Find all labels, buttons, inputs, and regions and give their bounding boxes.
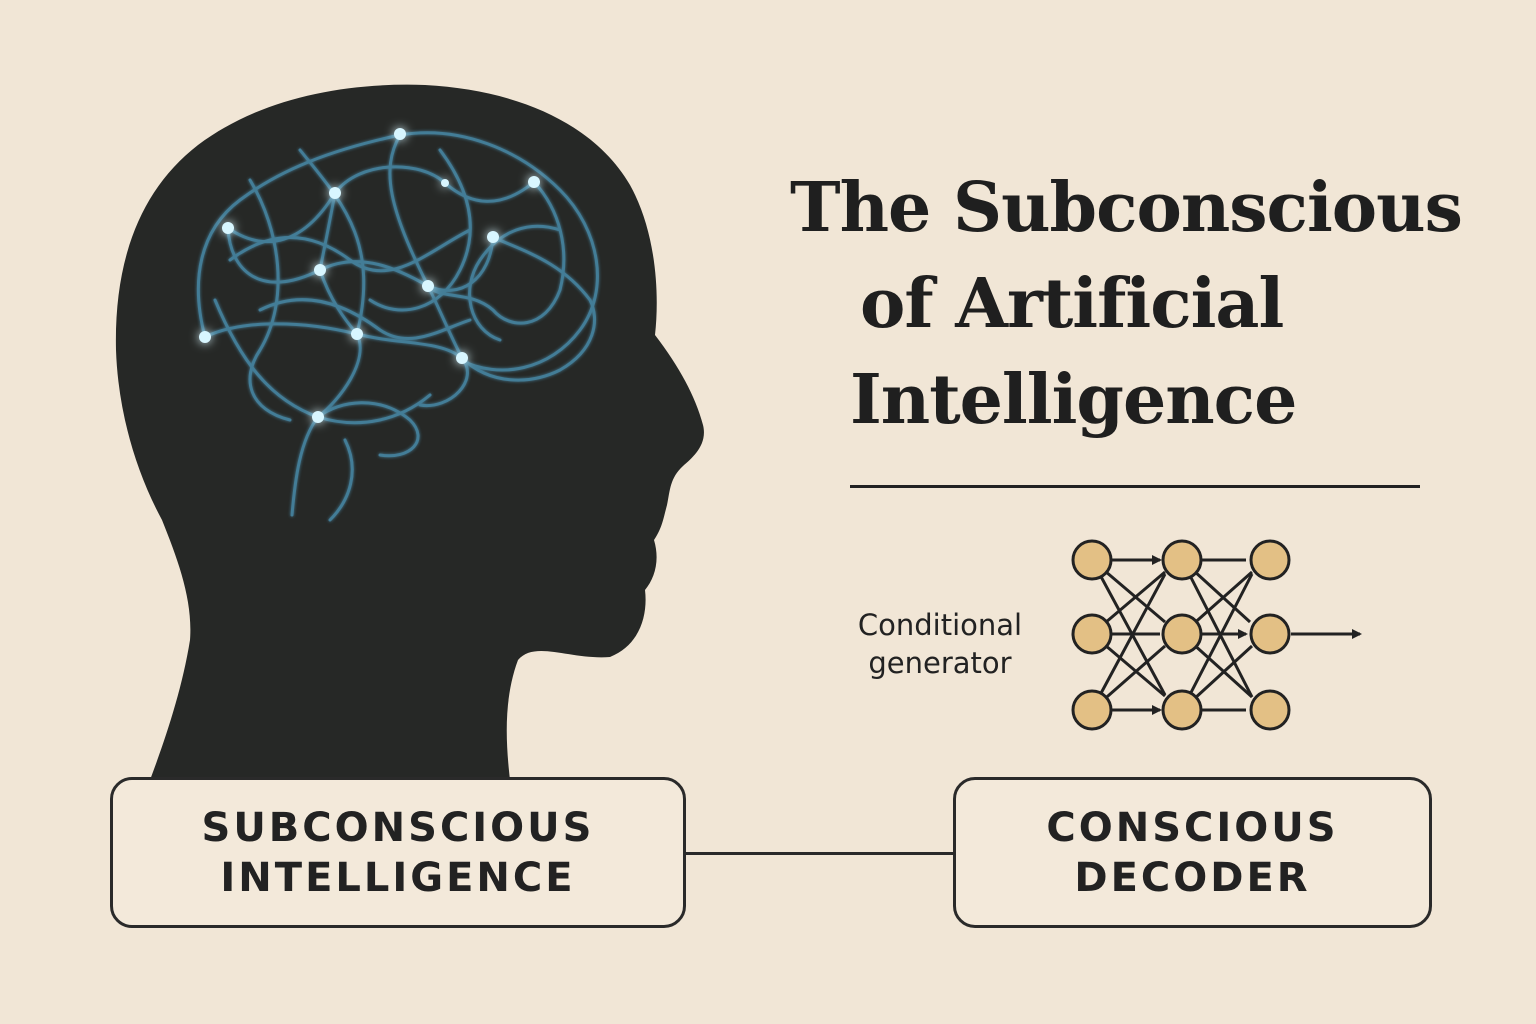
right-box-line-1: CONSCIOUS xyxy=(1046,804,1339,851)
title-line-1: The Subconscious xyxy=(790,168,1463,248)
page-title: The Subconscious of Artificial Intellige… xyxy=(780,160,1480,448)
head-silhouette xyxy=(115,84,704,780)
title-line-2: of Artificial xyxy=(860,264,1284,344)
conscious-decoder-box: CONSCIOUS DECODER xyxy=(953,777,1432,928)
generator-label-line-1: Conditional xyxy=(857,608,1023,642)
brain-nodes xyxy=(199,128,540,423)
left-box-line-1: SUBCONSCIOUS xyxy=(201,804,595,851)
generator-label-line-2: generator xyxy=(868,646,1012,680)
right-box-line-2: DECODER xyxy=(1074,854,1311,901)
box-connector-line xyxy=(686,852,953,855)
network-edges xyxy=(1090,555,1362,715)
network-nodes xyxy=(1071,539,1291,731)
title-line-3: Intelligence xyxy=(850,360,1297,440)
title-divider xyxy=(850,485,1420,488)
subconscious-intelligence-box: SUBCONSCIOUS INTELLIGENCE xyxy=(110,777,686,928)
neural-network-icon xyxy=(1071,539,1362,731)
left-box-line-2: INTELLIGENCE xyxy=(220,854,576,901)
conditional-generator-label: Conditional generator xyxy=(820,606,1060,682)
